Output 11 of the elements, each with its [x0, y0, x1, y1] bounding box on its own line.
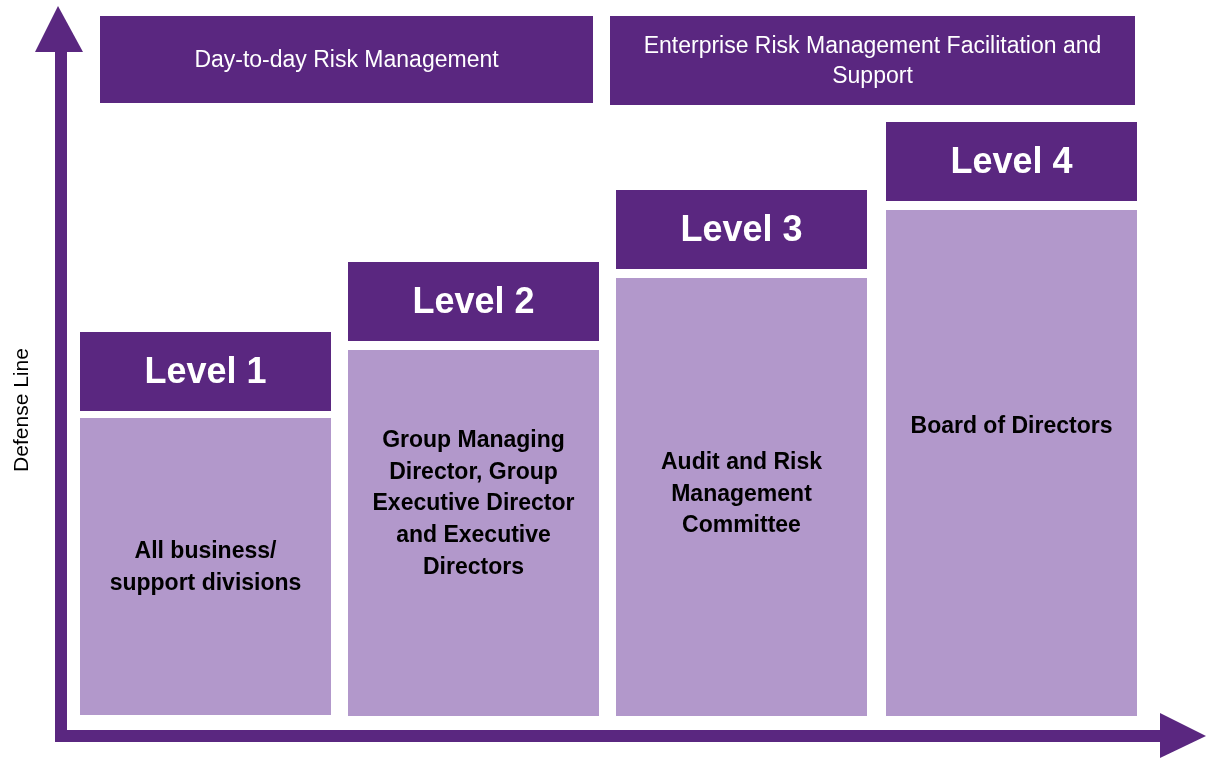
level-header: Level 1: [80, 332, 331, 411]
level-box: Group Managing Director, Group Executive Director and Executive Directors: [348, 350, 599, 716]
level-header: Level 3: [616, 190, 867, 269]
level-header: Level 4: [886, 122, 1137, 201]
level-box: Board of Directors: [886, 210, 1137, 716]
level-box: Audit and Risk Management Committee: [616, 278, 867, 716]
level-header: Level 2: [348, 262, 599, 341]
axis-label: Defense Line: [9, 348, 33, 472]
section-banner: Enterprise Risk Management Facilitation and Support: [610, 16, 1135, 105]
section-banner: Day-to-day Risk Management: [100, 16, 593, 103]
level-box: All business/ support divisions: [80, 418, 331, 715]
